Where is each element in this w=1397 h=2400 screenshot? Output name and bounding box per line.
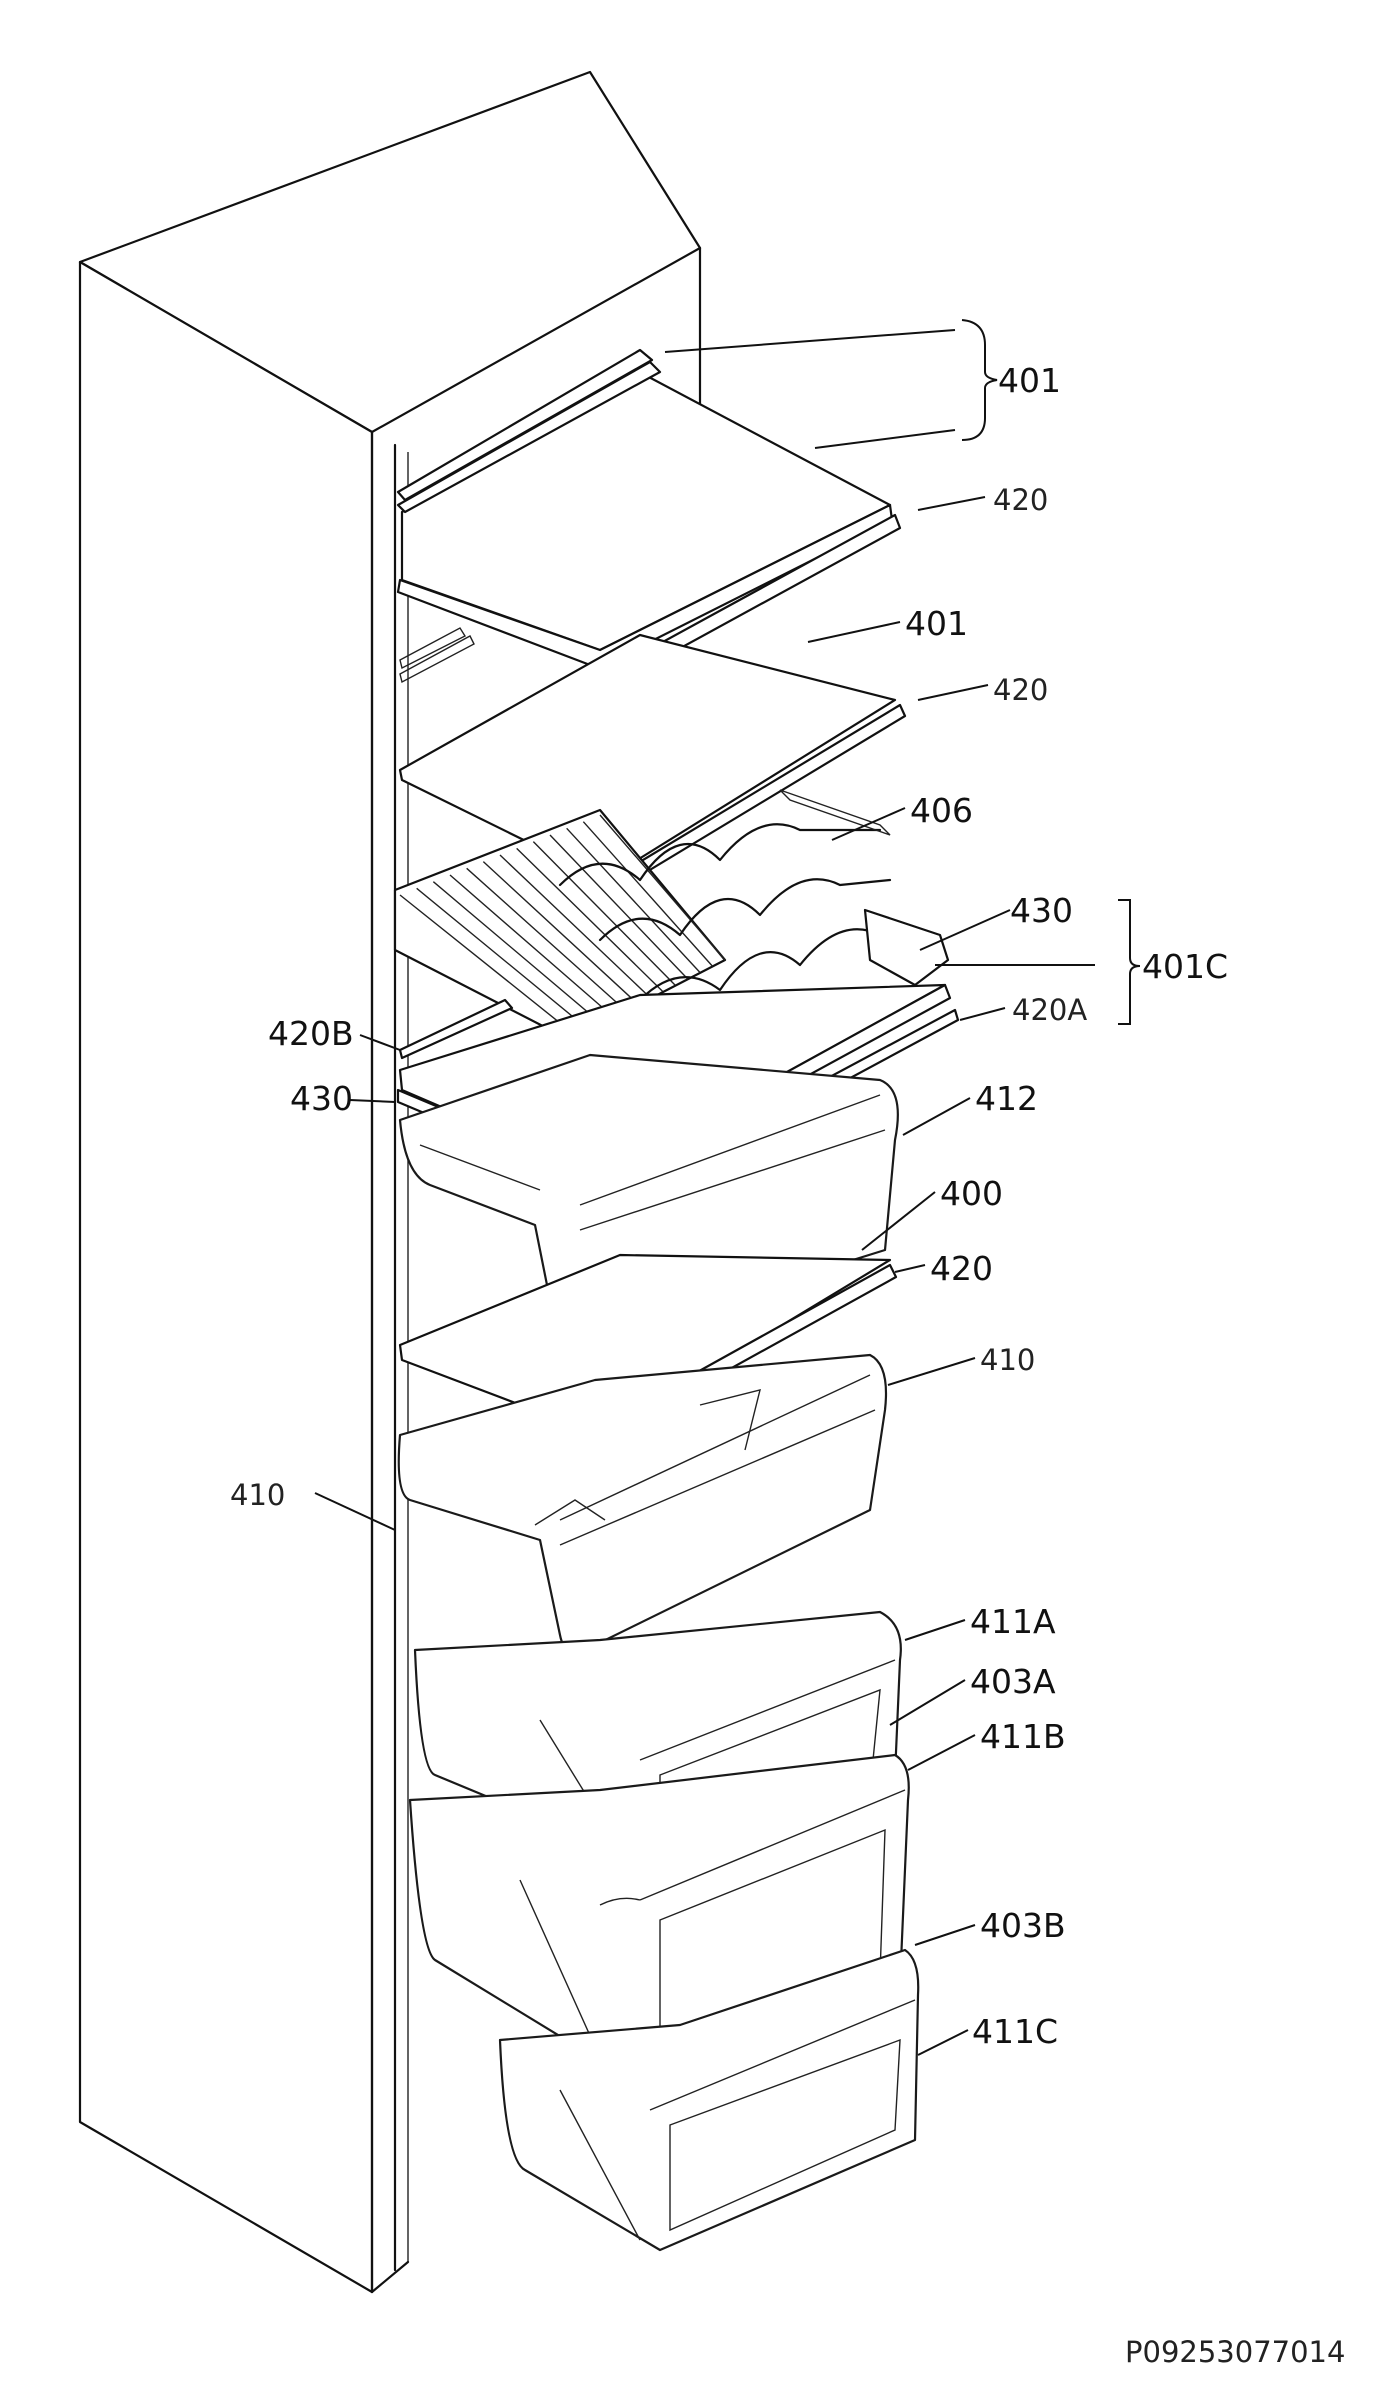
label-411C: 411C — [972, 2012, 1058, 2051]
wire-rung — [599, 814, 726, 961]
wire-rung — [566, 827, 701, 973]
wire-rung — [432, 881, 601, 1024]
wire-rung — [416, 887, 588, 1030]
label-420-a: 420 — [993, 483, 1048, 517]
label-406: 406 — [910, 791, 973, 830]
callout-labels: 401 420 401 420 406 430 401C 420A 420B 4… — [230, 361, 1345, 2369]
wire-shelf-and-wine-rack — [393, 789, 892, 1042]
wire-rung — [582, 821, 714, 967]
label-401C: 401C — [1142, 947, 1228, 986]
wire-rung — [449, 874, 613, 1017]
wire-rung — [466, 867, 626, 1011]
wire-rung — [482, 861, 638, 1005]
label-420-c: 420 — [930, 1249, 993, 1288]
label-411A: 411A — [970, 1602, 1056, 1641]
wire-rung — [549, 834, 689, 980]
leader-lines — [314, 319, 1141, 2056]
label-430-right: 430 — [1010, 891, 1073, 930]
label-403A: 403A — [970, 1662, 1056, 1701]
part-code: P09253077014 — [1125, 2335, 1345, 2369]
wire-rung — [532, 841, 676, 986]
label-420A: 420A — [1012, 993, 1087, 1027]
label-403B: 403B — [980, 1906, 1066, 1945]
label-400: 400 — [940, 1174, 1003, 1213]
label-411B: 411B — [980, 1717, 1066, 1756]
wire-rung — [516, 847, 663, 992]
label-420-b: 420 — [993, 673, 1048, 707]
label-420B: 420B — [268, 1014, 354, 1053]
label-401-top: 401 — [998, 361, 1061, 400]
label-412: 412 — [975, 1079, 1038, 1118]
label-430-left: 430 — [290, 1079, 353, 1118]
wire-rung — [399, 894, 576, 1036]
label-401-b: 401 — [905, 604, 968, 643]
glass-shelf-2 — [398, 627, 907, 908]
freezer-drawer-411C — [498, 1948, 920, 2252]
label-410-left: 410 — [230, 1478, 285, 1512]
crisper-drawer-410 — [397, 1353, 888, 1654]
label-410-right: 410 — [980, 1343, 1035, 1377]
wire-rung — [499, 854, 651, 999]
